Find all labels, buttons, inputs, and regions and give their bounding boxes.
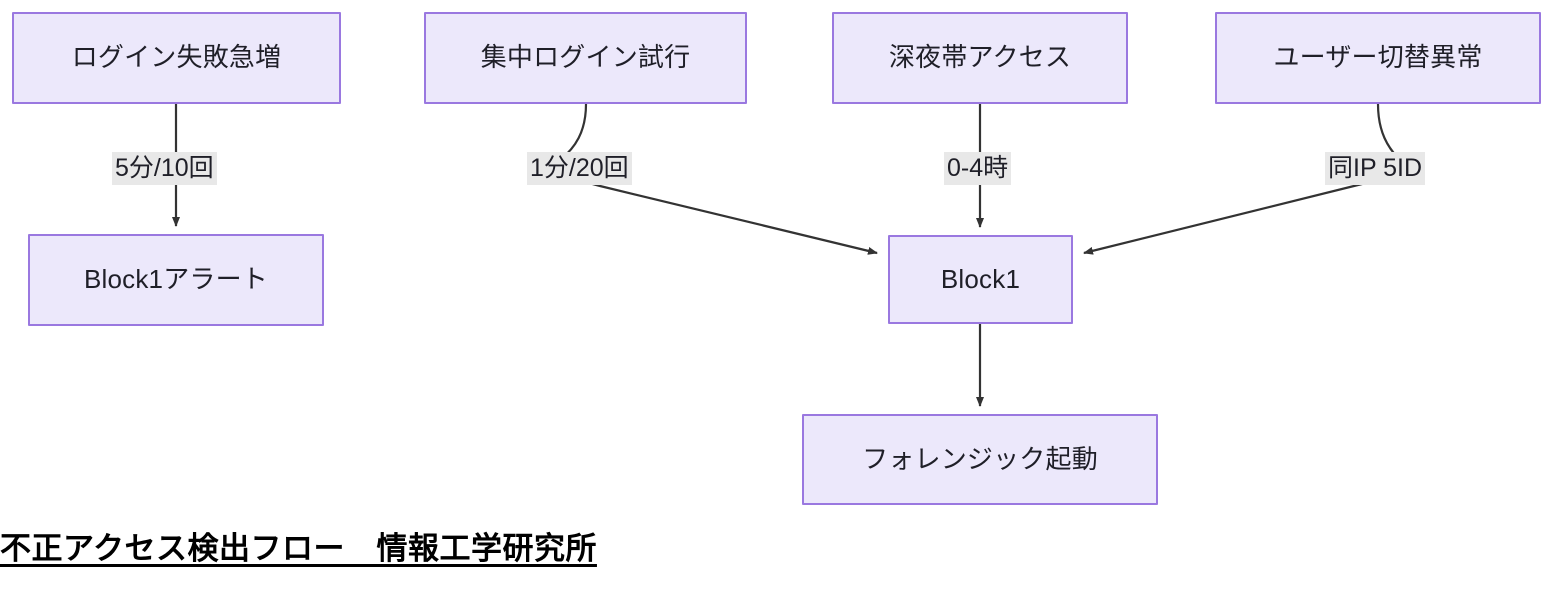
node-label: フォレンジック起動 (862, 443, 1098, 474)
edge-label-n4-n6: 同IP 5ID (1325, 152, 1426, 185)
node-user-switch-anomaly[interactable]: ユーザー切替異常 (1215, 12, 1541, 104)
edge-label-n2-n6: 1分/20回 (527, 152, 632, 185)
node-label: ログイン失敗急増 (71, 42, 282, 73)
node-label: ユーザー切替異常 (1273, 42, 1483, 73)
node-block1[interactable]: Block1 (888, 235, 1073, 324)
edge-label-n3-n6: 0-4時 (944, 152, 1012, 185)
edge-label-n1-n5: 5分/10回 (112, 152, 217, 185)
node-label: Block1アラート (83, 264, 269, 295)
diagram-title: 不正アクセス検出フロー 情報工学研究所 (0, 531, 597, 566)
node-login-failure-spike[interactable]: ログイン失敗急増 (12, 12, 341, 104)
node-label: Block1 (940, 263, 1021, 294)
node-label: 集中ログイン試行 (480, 42, 691, 73)
node-block1-alert[interactable]: Block1アラート (28, 234, 324, 326)
node-forensic-launch[interactable]: フォレンジック起動 (802, 414, 1158, 505)
node-label: 深夜帯アクセス (888, 42, 1072, 73)
node-midnight-access[interactable]: 深夜帯アクセス (832, 12, 1128, 104)
node-concentrated-login-attempts[interactable]: 集中ログイン試行 (424, 12, 747, 104)
